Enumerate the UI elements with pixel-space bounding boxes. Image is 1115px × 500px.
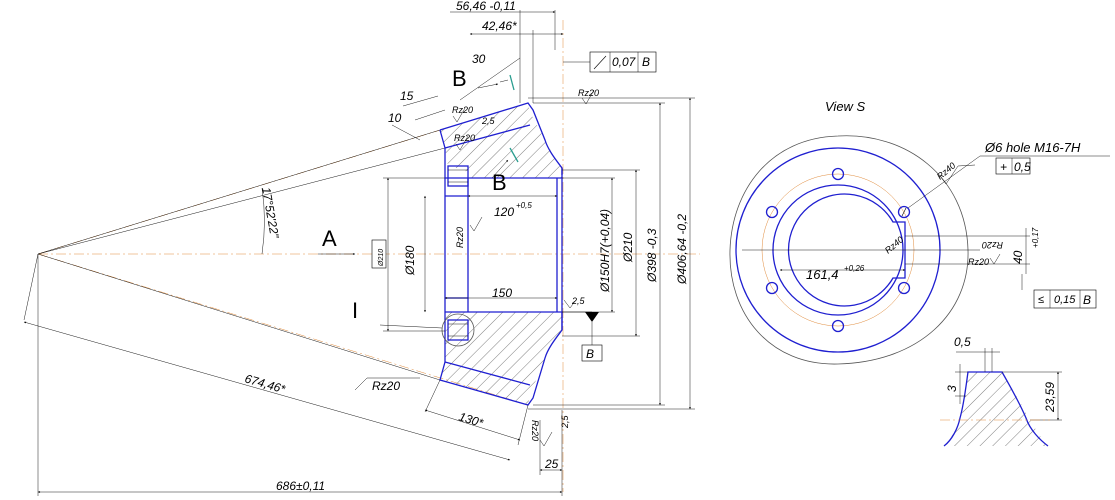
tol-datum: B [642,55,650,69]
tooth-height: 23,59 [1043,382,1057,413]
dim-25: 25 [544,457,559,471]
dim-d406: Ø406,64 -0,2 [675,214,689,285]
bolt-hole [897,281,911,295]
bore-keyway [787,193,906,307]
view-s-title: View S [825,99,866,114]
lower-hatched-section [440,312,562,405]
dim-d180: Ø180 [403,245,417,276]
datum-b-box [581,344,603,362]
rz20-4: Rz20 [455,227,465,248]
d210-small-box [371,239,387,269]
dim-130: 130* [457,409,485,430]
rz20-1: Rz20 [452,105,473,115]
rz20-5: Rz20 [372,379,400,393]
dim-120-sup: +0,5 [516,201,532,210]
position-tol-frame [995,157,1031,175]
dim-686: 686±0,11 [276,479,325,493]
position-tol-icon: + [1000,160,1007,174]
runout-icon [593,55,607,70]
dim-150: 150 [492,286,512,300]
upper-hatched-section [440,103,562,178]
key-depth: 40 [1011,250,1025,264]
symmetry-value: 0,15 [1054,294,1076,306]
bolt-hole [831,167,845,181]
tooth-profile-hatch [944,372,1048,446]
position-tol-value: 0,5 [1014,160,1031,174]
detail-i-leader [379,324,443,329]
dim-10: 10 [388,111,402,125]
label-b-top: B [452,66,467,91]
rz20-6: Rz20 [530,420,540,441]
key-width: 161,4 [806,267,839,282]
dim-2-5-b: 2,5 [571,296,586,306]
dim-674: 674,46* [243,371,287,396]
dim-d150h7: Ø150H7(+0,04) [598,209,612,293]
main-section-view: 56,46 -0,11 42,46* 30 B 15 10 Rz20 2,5 R… [23,0,700,496]
dim-2-5-c: 2,5 [560,414,570,429]
hole-note: Ø6 hole M16-7H [984,140,1081,155]
tooth-side: 3 [945,385,959,392]
dim-15: 15 [400,89,414,103]
symmetry-frame [1033,289,1097,309]
dim-2-5-a: 2,5 [481,116,496,126]
outer-blank-outline [729,135,969,365]
dim-42-46: 42,46* [482,19,517,33]
view-s: View S Ø6 hole M16-7H + 0,5 Rz40 161,4 +… [729,99,1110,365]
bolt-hole [897,205,911,219]
symmetry-datum: B [1083,293,1091,307]
dim-56-46: 56,46 -0,11 [456,0,516,13]
cone-generator-lower [37,253,441,381]
dim-d210: Ø210 [621,232,635,263]
label-a: A [322,226,337,251]
tooth-top: 0,5 [954,335,971,349]
label-i: I [352,298,358,323]
dim-30: 30 [472,52,486,66]
symmetry-icon: ≤ [1038,294,1044,306]
bolt-hole [765,205,779,219]
rz20-2: Rz20 [454,133,475,143]
runout-frame [589,51,657,73]
dim-d398: Ø398 -0,3 [645,228,659,283]
key-width-sup: +0,26 [844,264,865,273]
datum-b-label: B [586,347,594,361]
section-b-mark-mid [509,147,519,163]
angle-dim: 17°52'22" [259,186,282,240]
cone-root-upper [37,147,446,255]
bolt-hole [765,281,779,295]
dim-120: 120 [494,205,514,219]
rz20-3: Rz20 [578,88,599,98]
datum-triangle [585,312,599,322]
cone-generator-upper [37,129,441,255]
section-b-mark-top [509,74,515,91]
rz20-rotated: Rz20 [982,240,1003,250]
bolt-hole [831,319,845,333]
tol-value: 0,07 [612,55,637,69]
dim-d210-small: Ø210 [378,249,385,267]
label-b-mid: B [492,170,507,195]
key-depth-sup: +0,17 [1031,227,1040,248]
rz40-top: Rz40 [935,160,958,181]
angle-arc [261,187,265,255]
tooth-detail: 0,5 3 23,59 [940,335,1062,447]
rz20-key: Rz20 [968,257,989,267]
